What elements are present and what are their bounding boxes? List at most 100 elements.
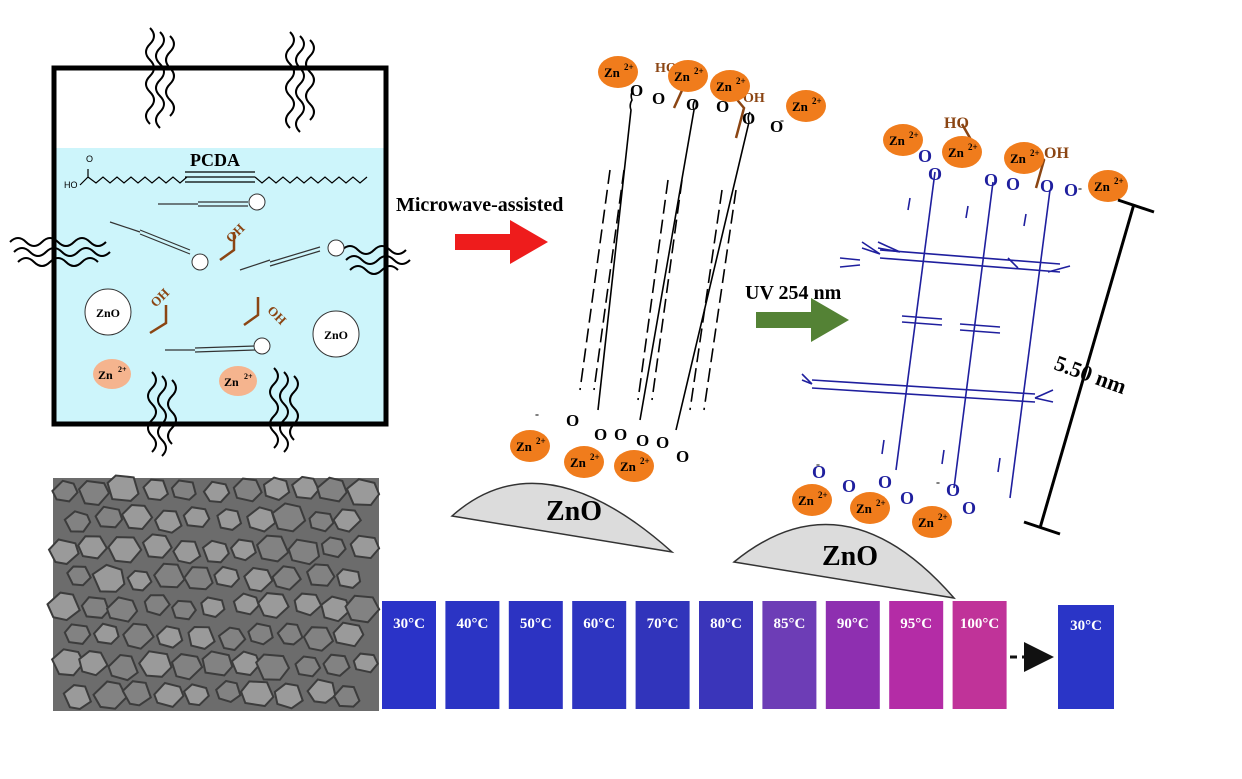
sem-grain [155, 625, 184, 649]
sem-grain [126, 569, 153, 592]
zno-substrate [732, 523, 956, 600]
svg-text:O: O [630, 81, 643, 100]
sem-grain [239, 680, 275, 708]
sem-grain [332, 508, 363, 533]
svg-text:O: O [1006, 174, 1020, 194]
svg-text:O: O [614, 425, 627, 444]
alkyl-chains [579, 89, 751, 431]
sem-grain [120, 503, 154, 531]
sem-grain [352, 652, 379, 674]
sem-grain [320, 595, 352, 623]
zinc-ion-label: Zn [889, 133, 906, 148]
svg-text:O: O [878, 472, 892, 492]
swatch-temperature-label: 50°C [520, 616, 552, 632]
microwave-wave-icon [145, 27, 175, 129]
zno-substrate [450, 482, 675, 554]
color-swatch: 90°C [825, 601, 880, 709]
sem-grain [78, 650, 109, 677]
monomer-head [327, 239, 345, 257]
sem-grain [46, 591, 81, 622]
zinc-ion-label: Zn [792, 99, 809, 114]
zinc-ion-charge: 2+ [909, 130, 919, 140]
svg-text:O: O [842, 476, 856, 496]
zinc-ion-charge: 2+ [736, 76, 746, 86]
sem-grain [202, 480, 231, 504]
sem-grain [170, 599, 198, 621]
zno-particle: ZnO [84, 288, 132, 336]
svg-text:-: - [936, 475, 940, 489]
head-hydroxyl-label: HO [944, 115, 969, 132]
zinc-ion-charge: 2+ [876, 498, 886, 508]
step2: UV 254 nm [745, 282, 849, 342]
sem-grain [305, 563, 336, 587]
sem-grain [91, 563, 126, 593]
step1-arrow [455, 220, 548, 264]
return-color-swatch: 30°C [1058, 605, 1114, 709]
color-swatch: 30°C [382, 601, 436, 709]
sem-grain [170, 479, 197, 501]
zinc-ion-charge: 2+ [1030, 148, 1040, 158]
svg-text:-: - [816, 457, 820, 471]
sem-grain [316, 476, 348, 503]
zno-substrate-label: ZnO [546, 496, 602, 527]
swatch-temperature-label: 95°C [900, 616, 932, 632]
step1-label: Microwave-assisted [396, 194, 563, 216]
sem-grain [229, 538, 257, 562]
svg-text:O: O [928, 164, 942, 184]
sem-grain [306, 678, 337, 704]
sem-grain [183, 566, 214, 591]
zinc-ion-charge: 2+ [590, 452, 600, 462]
zinc-ion-charge: 2+ [812, 96, 822, 106]
sem-grain [230, 650, 262, 677]
sem-grain [153, 681, 185, 709]
svg-text:O: O [716, 97, 729, 116]
sem-grain [247, 622, 274, 646]
sem-grain [66, 565, 92, 587]
sem-grain [344, 594, 381, 624]
sem-grain [255, 534, 290, 563]
sem-grain [153, 509, 183, 534]
microwave-wave-icon [269, 367, 299, 453]
color-swatch: 60°C [572, 601, 627, 709]
zinc-ion-charge: 2+ [938, 512, 948, 522]
sem-grain [80, 596, 110, 619]
sem-grain [51, 479, 79, 503]
sem-grain [262, 476, 291, 502]
sem-grain [293, 592, 323, 617]
monomer-head [253, 337, 271, 355]
zinc-ion-charge: 2+ [818, 490, 828, 500]
sem-micrograph [46, 474, 381, 711]
swatch-temperature-label: 100°C [960, 616, 999, 632]
zinc-ion-label: Zn [948, 145, 965, 160]
color-swatch: 70°C [635, 601, 690, 709]
zinc-ion-label: Zn [674, 69, 691, 84]
pcda-molecule: PCDA O HO [64, 150, 368, 190]
monomer-head [191, 253, 209, 271]
sem-grain [187, 625, 216, 650]
microwave-wave-icon [9, 237, 111, 267]
svg-text:ZnO: ZnO [324, 328, 348, 342]
zinc-ion-label: Zn [1094, 179, 1111, 194]
length-scale-bar [1023, 198, 1155, 536]
sem-grain [77, 479, 111, 507]
sem-grain [246, 506, 277, 533]
svg-text:O: O [566, 411, 579, 430]
zinc-ion-charge: 2+ [694, 66, 704, 76]
sem-grain [122, 622, 155, 650]
reactor: PCDA O HO OH OH OH ZnO [9, 27, 411, 457]
sem-grain [121, 680, 152, 707]
sem-grain [107, 653, 139, 682]
sem-grain [92, 680, 128, 710]
svg-text:-: - [1078, 181, 1082, 195]
swatch-temperature-label: 90°C [837, 616, 869, 632]
sem-grain [137, 650, 173, 678]
svg-text:2+: 2+ [118, 365, 127, 374]
step2-arrow [756, 298, 849, 342]
sem-grain [302, 626, 335, 652]
sem-grain [273, 682, 304, 710]
